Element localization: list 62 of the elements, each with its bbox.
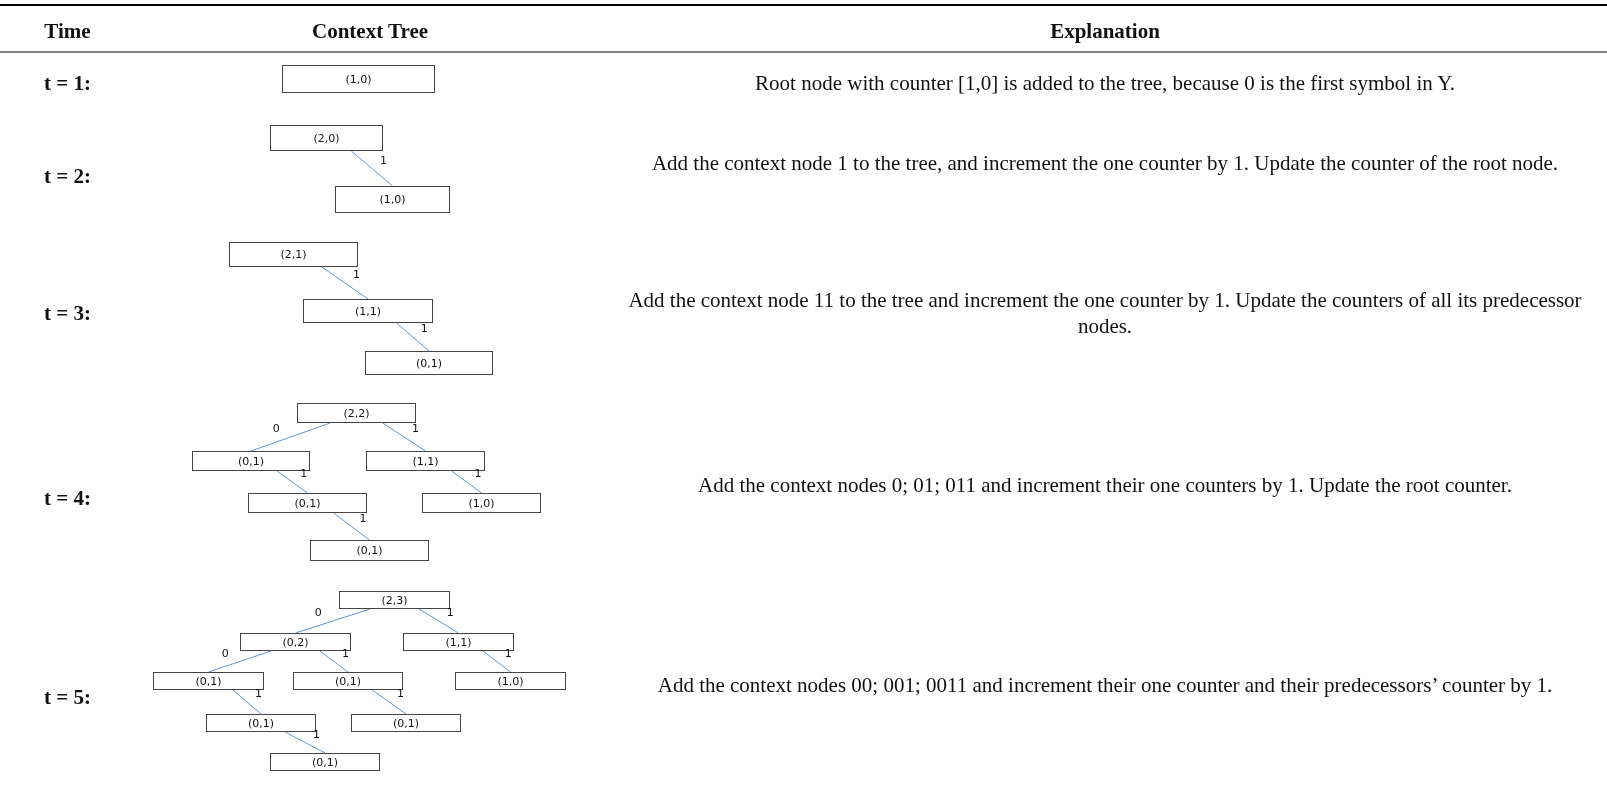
tree-edge bbox=[482, 650, 511, 673]
tree-node-box: (0,1) bbox=[310, 540, 429, 561]
edge-label: 0 bbox=[221, 647, 229, 660]
tree-node-box: (0,1) bbox=[365, 351, 493, 375]
tree-edge bbox=[250, 422, 331, 452]
time-label: t = 1: bbox=[43, 70, 92, 96]
tree-edge bbox=[350, 150, 393, 187]
tree-node-box: (0,1) bbox=[192, 451, 310, 471]
tree-node-box: (2,0) bbox=[270, 125, 383, 151]
tree-edge bbox=[295, 608, 371, 634]
edge-label: 0 bbox=[314, 607, 322, 619]
time-label: t = 2: bbox=[43, 163, 92, 189]
tree-node-box: (0,1) bbox=[293, 672, 403, 690]
tree-node-box: (1,1) bbox=[366, 451, 485, 471]
edge-label: 1 bbox=[397, 688, 405, 700]
explanation-text: Add the context nodes 0; 01; 011 and increment their one counters by 1. Update the root counter. bbox=[697, 472, 1513, 498]
column-header: Context Tree bbox=[310, 18, 430, 44]
explanation-text: Add the context nodes 00; 001; 0011 and increment their one counter and their predecessors’ counter by 1. bbox=[656, 672, 1554, 698]
tree-edge bbox=[321, 266, 369, 300]
tree-node-box: (0,1) bbox=[270, 753, 380, 771]
tree-node-box: (0,2) bbox=[240, 633, 351, 651]
tree-node-box: (1,0) bbox=[455, 672, 566, 690]
tree-edge bbox=[382, 422, 426, 452]
edge-label: 1 bbox=[412, 423, 420, 435]
edge-label: 1 bbox=[474, 468, 482, 480]
tree-node-box: (2,2) bbox=[297, 403, 416, 423]
tree-node-box: (2,1) bbox=[229, 242, 358, 267]
edge-label: 1 bbox=[254, 688, 262, 700]
edge-label: 0 bbox=[272, 423, 280, 435]
edge-label: 1 bbox=[446, 607, 454, 619]
time-label: t = 4: bbox=[43, 485, 92, 511]
tree-node-box: (0,1) bbox=[153, 672, 264, 690]
tree-edge bbox=[284, 731, 326, 754]
edge-label: 1 bbox=[300, 468, 308, 480]
tree-node-box: (1,0) bbox=[335, 186, 450, 213]
column-header: Time bbox=[43, 18, 92, 44]
tree-edge bbox=[333, 512, 370, 541]
tree-node-box: (2,3) bbox=[339, 591, 450, 609]
tree-edge bbox=[208, 650, 272, 673]
edge-label: 1 bbox=[379, 154, 387, 167]
edge-label: 1 bbox=[352, 269, 360, 281]
tree-node-box: (1,1) bbox=[303, 299, 433, 323]
tree-edge bbox=[371, 689, 407, 715]
tree-edge bbox=[396, 322, 430, 352]
explanation-text: Add the context node 1 to the tree, and increment the one counter by 1. Update the counter of the root node. bbox=[650, 150, 1560, 176]
tree-node-box: (0,1) bbox=[248, 493, 367, 513]
time-label: t = 3: bbox=[43, 300, 92, 326]
explanation-text: Root node with counter [1,0] is added to the tree, because 0 is the first symbol in Y. bbox=[754, 70, 1456, 96]
column-header: Explanation bbox=[1049, 18, 1161, 44]
explanation-text: Add the context node 11 to the tree and increment the one counter by 1. Update the counters of all its predecessor nodes. bbox=[627, 287, 1583, 339]
edge-label: 1 bbox=[359, 512, 367, 525]
tree-node-box: (0,1) bbox=[206, 714, 316, 732]
tree-node-box: (1,0) bbox=[422, 493, 541, 513]
tree-edge bbox=[276, 470, 308, 494]
tree-edge bbox=[232, 689, 262, 715]
edge-label: 1 bbox=[313, 728, 321, 741]
edge-label: 1 bbox=[420, 323, 428, 335]
tree-node-box: (1,0) bbox=[282, 65, 435, 93]
tree-edge bbox=[451, 470, 482, 494]
time-label: t = 5: bbox=[43, 684, 92, 710]
tree-node-box: (0,1) bbox=[351, 714, 461, 732]
tree-edge bbox=[319, 650, 349, 673]
